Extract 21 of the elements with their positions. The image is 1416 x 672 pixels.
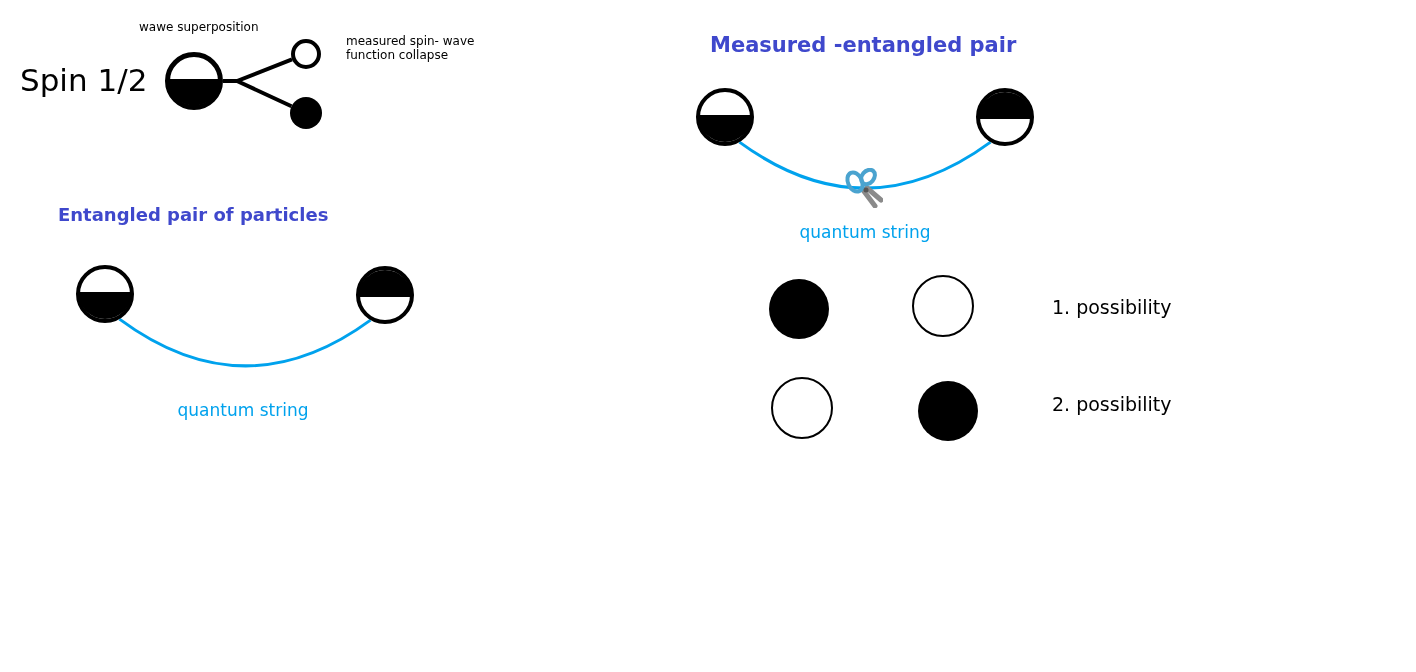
half-filled-circle xyxy=(76,265,134,323)
row-label: 2. possibility xyxy=(1052,393,1172,416)
row-label: 1. possibility xyxy=(1052,296,1172,319)
caption-text: wawe superposition xyxy=(139,20,259,35)
filled-circle xyxy=(918,381,978,441)
open-circle xyxy=(771,377,833,439)
caption-text: measured spin- wave function collapse xyxy=(346,34,476,63)
string-line xyxy=(738,140,992,190)
half-filled-circle xyxy=(165,52,223,110)
section-title: Entangled pair of particles xyxy=(58,204,329,226)
half-filled-circle xyxy=(976,88,1034,146)
split-line xyxy=(223,79,293,109)
filled-circle xyxy=(290,97,322,129)
string-line xyxy=(118,317,372,368)
open-circle xyxy=(291,39,321,69)
half-filled-circle xyxy=(356,266,414,324)
heading-text: Spin 1/2 xyxy=(20,62,148,100)
section-title: Measured -entangled pair xyxy=(710,33,1017,59)
filled-circle xyxy=(769,279,829,339)
half-filled-circle xyxy=(696,88,754,146)
open-circle xyxy=(912,275,974,337)
